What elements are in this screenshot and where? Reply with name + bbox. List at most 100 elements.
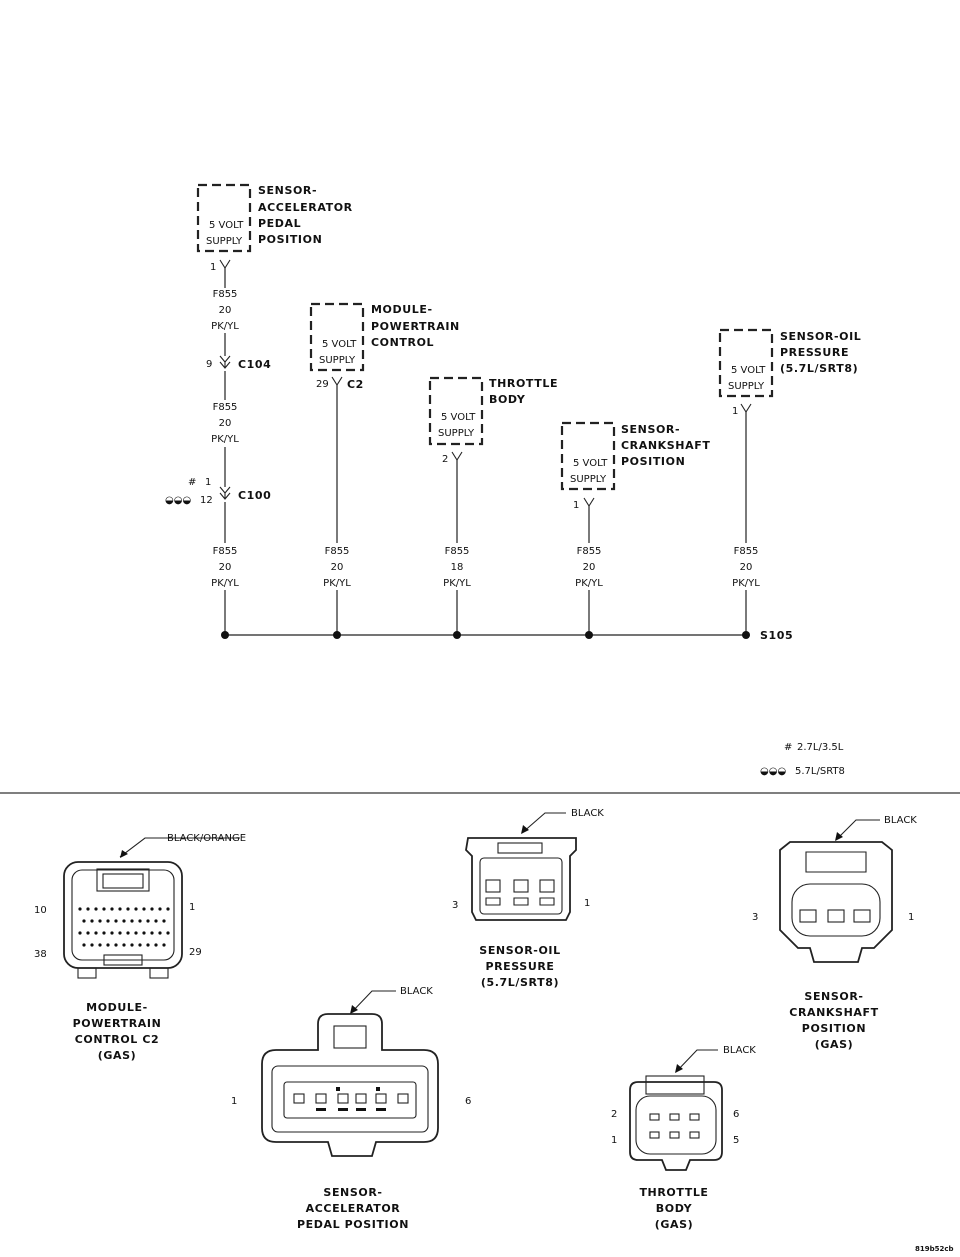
wire-color: PK/YL (211, 434, 239, 445)
wire-circuit: F855 (445, 546, 470, 557)
connector-view-app-sensor: BLACK 1 6 SENSOR- ACCELERATOR PEDAL POSI… (231, 986, 471, 1231)
legend-text: 2.7L/3.5L (797, 742, 844, 753)
color-callout-leader (835, 819, 880, 841)
figure-id: 819b52cb (915, 1245, 954, 1253)
wire-color: PK/YL (732, 578, 760, 589)
wire-circuit: F855 (213, 402, 238, 413)
component-name-line2: BODY (489, 393, 526, 406)
pin-label: 1 (611, 1135, 617, 1146)
splice-dot (221, 631, 229, 639)
connector-label: C104 (238, 358, 271, 371)
connector-symbol (219, 355, 231, 369)
supply-label-line1: 5 VOLT (209, 220, 244, 231)
engine-symbol-circles: ◒◒◒ (165, 495, 191, 506)
legend-symbol: # (784, 742, 792, 753)
connector-view-oil-pressure: BLACK 3 1 SENSOR-OIL PRESSURE (5.7L/SRT8… (452, 808, 604, 989)
pin-number-b: 12 (200, 495, 213, 506)
pin-label: 2 (611, 1109, 617, 1120)
wire-color: PK/YL (211, 321, 239, 332)
supply-label-line1: 5 VOLT (731, 365, 766, 376)
splice-points: S105 (221, 629, 793, 642)
wire-label-w3: F855 20 PK/YL (211, 546, 239, 589)
pin-grid (649, 1113, 700, 1139)
component-name-line3: POSITION (621, 455, 685, 468)
wire-label-w2: F855 20 PK/YL (211, 402, 239, 445)
supply-label-line1: 5 VOLT (573, 458, 608, 469)
supply-label-line2: SUPPLY (319, 355, 356, 366)
connector-outline (63, 861, 183, 969)
pin-label: 29 (189, 947, 202, 958)
pin-number: 1 (732, 406, 738, 417)
connector-view-pcm-c2: BLACK/ORANGE 10 1 38 29 MODULE- POWERTRA… (34, 833, 246, 1062)
color-callout-leader (119, 837, 240, 858)
component-name-line4: POSITION (258, 233, 322, 246)
pin-number: 9 (206, 359, 212, 370)
component-name-line3: (5.7L/SRT8) (780, 362, 858, 375)
connector-name-line2: POWERTRAIN (73, 1017, 162, 1030)
pin-number: 1 (210, 262, 216, 273)
color-callout-leader (675, 1049, 718, 1073)
connector-name-line2: CRANKSHAFT (789, 1006, 878, 1019)
component-name-line2: PRESSURE (780, 346, 849, 359)
pin-label: 3 (452, 900, 458, 911)
wire-label-w6: F855 20 PK/YL (575, 546, 603, 589)
pin-grid (78, 907, 170, 947)
terminal-symbol (451, 451, 463, 462)
connector-view-crankshaft: BLACK 3 1 SENSOR- CRANKSHAFT POSITION (G… (752, 815, 917, 1051)
connector-symbol (219, 486, 231, 500)
component-name-line3: PEDAL (258, 217, 301, 230)
wire-gauge: 20 (219, 418, 232, 429)
pin-label: 5 (733, 1135, 739, 1146)
wire-color: PK/YL (211, 578, 239, 589)
pin-label: 10 (34, 905, 47, 916)
connector-outline (779, 841, 893, 963)
pin-number: 29 (316, 379, 329, 390)
splice-dot (742, 631, 750, 639)
connector-name-line4: (GAS) (815, 1038, 854, 1051)
pin-row (293, 1093, 409, 1104)
connector-view-throttle-body: BLACK 2 6 1 5 THROTTLE BODY (GAS) (611, 1045, 756, 1231)
wire-label-w7: F855 20 PK/YL (732, 546, 760, 589)
wire-circuit: F855 (213, 546, 238, 557)
pin-label: 1 (231, 1096, 237, 1107)
connector-name-line1: SENSOR- (323, 1186, 382, 1199)
wire-label-w1: F855 20 PK/YL (211, 289, 239, 332)
legend-text: 5.7L/SRT8 (795, 766, 845, 777)
wire-gauge: 20 (583, 562, 596, 573)
component-name-line2: ACCELERATOR (258, 201, 353, 214)
component-accel-pedal-sensor: 5 VOLT SUPPLY SENSOR- ACCELERATOR PEDAL … (196, 183, 353, 273)
engine-legend: # 2.7L/3.5L ◒◒◒ 5.7L/SRT8 (760, 742, 845, 777)
pin-number-a: 1 (205, 477, 211, 488)
color-label: BLACK (723, 1045, 756, 1056)
terminal-symbol (331, 376, 343, 387)
pin-label: 38 (34, 949, 47, 960)
pin-label: 6 (733, 1109, 739, 1120)
component-name-line1: SENSOR-OIL (780, 330, 861, 343)
wire-color: PK/YL (443, 578, 471, 589)
wire-segments (224, 268, 747, 636)
supply-label-line2: SUPPLY (438, 428, 475, 439)
connector-name-line2: PRESSURE (485, 960, 554, 973)
component-name-line1: SENSOR- (621, 423, 680, 436)
component-throttle-body: 5 VOLT SUPPLY THROTTLE BODY 2 (428, 376, 558, 465)
component-name-line2: CRANKSHAFT (621, 439, 710, 452)
wire-gauge: 18 (451, 562, 464, 573)
wire-circuit: F855 (577, 546, 602, 557)
connector-outline (261, 1013, 439, 1157)
supply-label-line2: SUPPLY (570, 474, 607, 485)
wire-label-w5: F855 18 PK/YL (443, 546, 471, 589)
component-name-line1: MODULE- (371, 303, 433, 316)
color-label: BLACK/ORANGE (167, 833, 246, 844)
connector-name-line1: SENSOR- (804, 990, 863, 1003)
supply-label-line1: 5 VOLT (441, 412, 476, 423)
component-pcm: 5 VOLT SUPPLY MODULE- POWERTRAIN CONTROL… (309, 302, 459, 391)
connector-name-line2: BODY (656, 1202, 693, 1215)
connector-label: C2 (347, 378, 364, 391)
connector-outline (465, 837, 577, 921)
connector-outline (629, 1081, 723, 1171)
connector-name-line3: (GAS) (655, 1218, 694, 1231)
color-label: BLACK (400, 986, 433, 997)
connector-name-line3: (5.7L/SRT8) (481, 976, 559, 989)
color-callout-leader (521, 812, 566, 834)
connector-name-line1: SENSOR-OIL (479, 944, 560, 957)
